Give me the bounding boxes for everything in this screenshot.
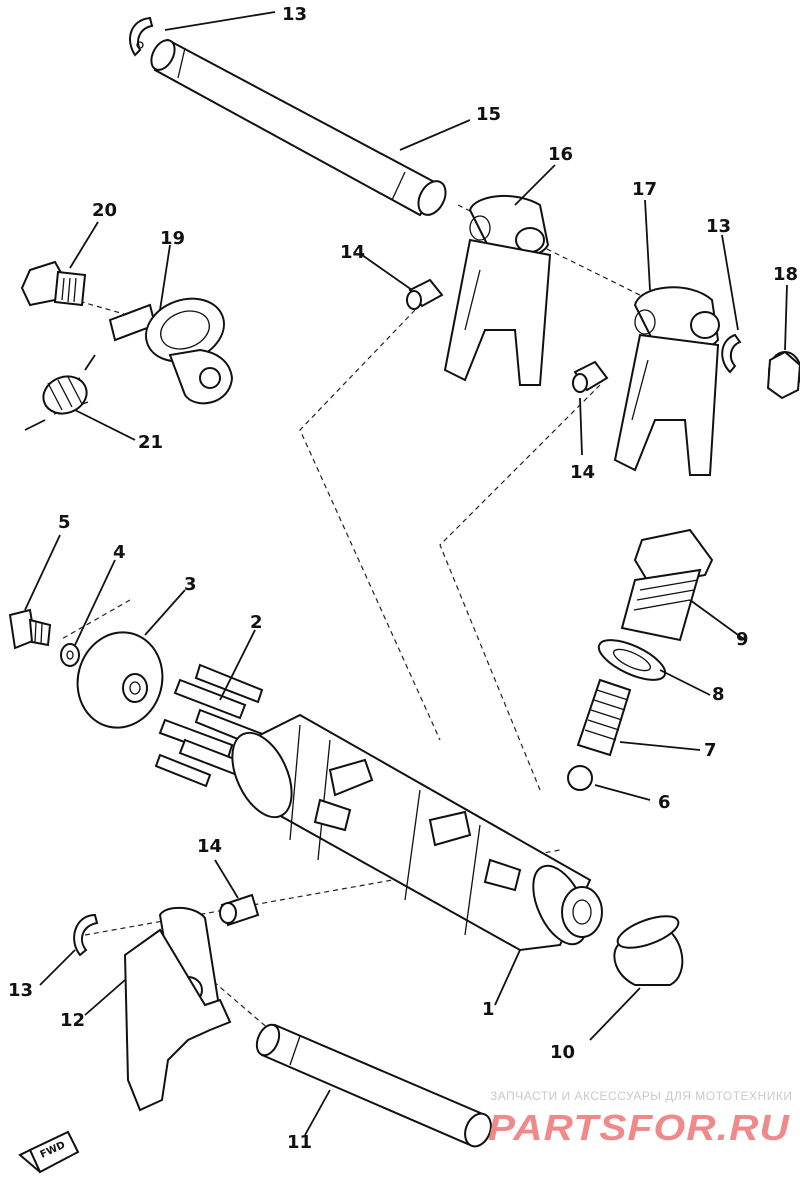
label-4: 4 <box>113 542 126 563</box>
label-10: 10 <box>550 1042 575 1063</box>
part-12-shift-fork <box>123 906 232 1112</box>
part-15-shift-shaft <box>150 38 447 217</box>
label-13-lower: 13 <box>8 980 33 1001</box>
label-20: 20 <box>92 200 117 221</box>
label-13-right: 13 <box>706 216 731 237</box>
label-11: 11 <box>287 1132 312 1153</box>
label-7: 7 <box>704 740 717 761</box>
label-14-lower: 14 <box>197 836 222 857</box>
part-13-circlip-lower <box>73 913 99 957</box>
watermark-brand: PARTSFOR.RU <box>488 1107 790 1148</box>
label-9: 9 <box>736 629 749 650</box>
part-number-labels: 13 15 16 17 13 18 14 14 20 19 21 5 4 3 2… <box>8 4 798 1153</box>
part-18-shaft-cap <box>766 350 800 400</box>
part-6-ball <box>567 765 593 791</box>
part-16-shift-fork <box>443 194 552 386</box>
label-13-top: 13 <box>282 4 307 25</box>
part-4-washer <box>60 643 80 667</box>
part-5-screw <box>8 608 52 650</box>
leader-lines <box>24 11 788 1136</box>
part-8-gasket <box>597 639 667 681</box>
label-18: 18 <box>773 264 798 285</box>
part-14-guide-pin-lower <box>219 893 260 927</box>
part-17-shift-fork <box>613 286 720 476</box>
part-11-shift-shaft <box>255 1023 492 1148</box>
part-14-guide-pin-upper-left <box>406 278 444 310</box>
part-19-stopper-lever <box>108 297 234 405</box>
label-14-upper-right: 14 <box>570 462 595 483</box>
label-17: 17 <box>632 179 657 200</box>
label-19: 19 <box>160 228 185 249</box>
label-21: 21 <box>138 432 163 453</box>
part-14-guide-pin-upper-right <box>572 360 609 393</box>
label-3: 3 <box>184 574 197 595</box>
part-1-shift-drum <box>231 713 603 952</box>
watermark-tagline: ЗАПЧАСТИ И АКСЕССУАРЫ ДЛЯ МОТОТЕХНИКИ <box>490 1089 792 1103</box>
label-6: 6 <box>658 792 671 813</box>
label-2: 2 <box>250 612 263 633</box>
label-5: 5 <box>58 512 71 533</box>
part-20-bolt <box>20 260 87 307</box>
label-16: 16 <box>548 144 573 165</box>
front-direction-marker: FWD <box>18 1130 80 1174</box>
label-1: 1 <box>482 999 495 1020</box>
part-13-circlip-right <box>721 333 742 374</box>
label-15: 15 <box>476 104 501 125</box>
label-14-upper-left: 14 <box>340 242 365 263</box>
part-13-circlip-top <box>129 16 154 57</box>
part-3-segment-plate <box>76 631 164 729</box>
label-8: 8 <box>712 684 725 705</box>
part-21-return-spring <box>24 354 96 431</box>
watermark: ЗАПЧАСТИ И АКСЕССУАРЫ ДЛЯ МОТОТЕХНИКИ PA… <box>488 1089 792 1148</box>
label-12: 12 <box>60 1010 85 1031</box>
part-9-detent-plug <box>620 528 714 642</box>
part-7-detent-spring <box>576 678 632 757</box>
part-10-drum-cover <box>613 915 684 986</box>
